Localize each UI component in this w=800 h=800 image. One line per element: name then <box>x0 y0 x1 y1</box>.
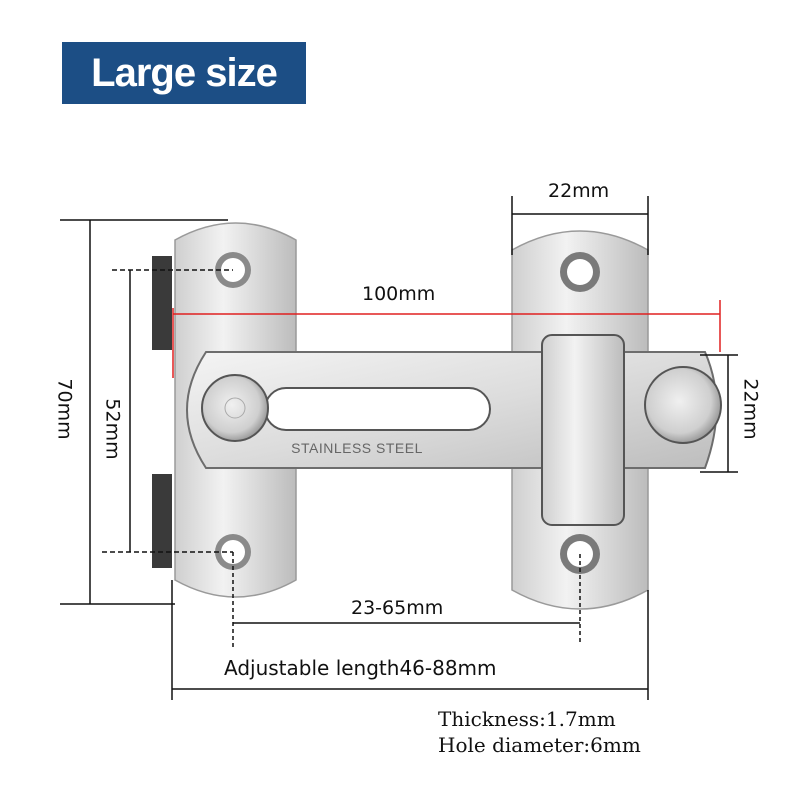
left-hinge-tabs <box>152 256 172 568</box>
hole-spacing-label: 52mm <box>101 398 124 460</box>
bar-width-label: 22mm <box>739 378 762 440</box>
total-height-label: 70mm <box>53 378 76 440</box>
hole-diameter-spec: Hole diameter:6mm <box>438 733 641 757</box>
large-size-banner: Large size <box>62 42 306 104</box>
dimension-lines <box>60 196 738 700</box>
banner-title: Large size <box>91 50 278 95</box>
bar-slot <box>264 387 491 431</box>
plate-width-label: 22mm <box>548 180 610 202</box>
adjustable-length-label: Adjustable length46-88mm <box>224 656 497 680</box>
keeper-loop <box>541 334 625 526</box>
thickness-spec: Thickness:1.7mm <box>438 707 616 731</box>
total-length-label: 100mm <box>362 283 436 305</box>
left-pin <box>201 374 269 442</box>
total-length-line <box>172 300 721 378</box>
engraving-text: STAINLESS STEEL <box>291 440 423 456</box>
handle-knob <box>644 366 722 444</box>
hole-adjust-label: 23-65mm <box>351 597 444 619</box>
